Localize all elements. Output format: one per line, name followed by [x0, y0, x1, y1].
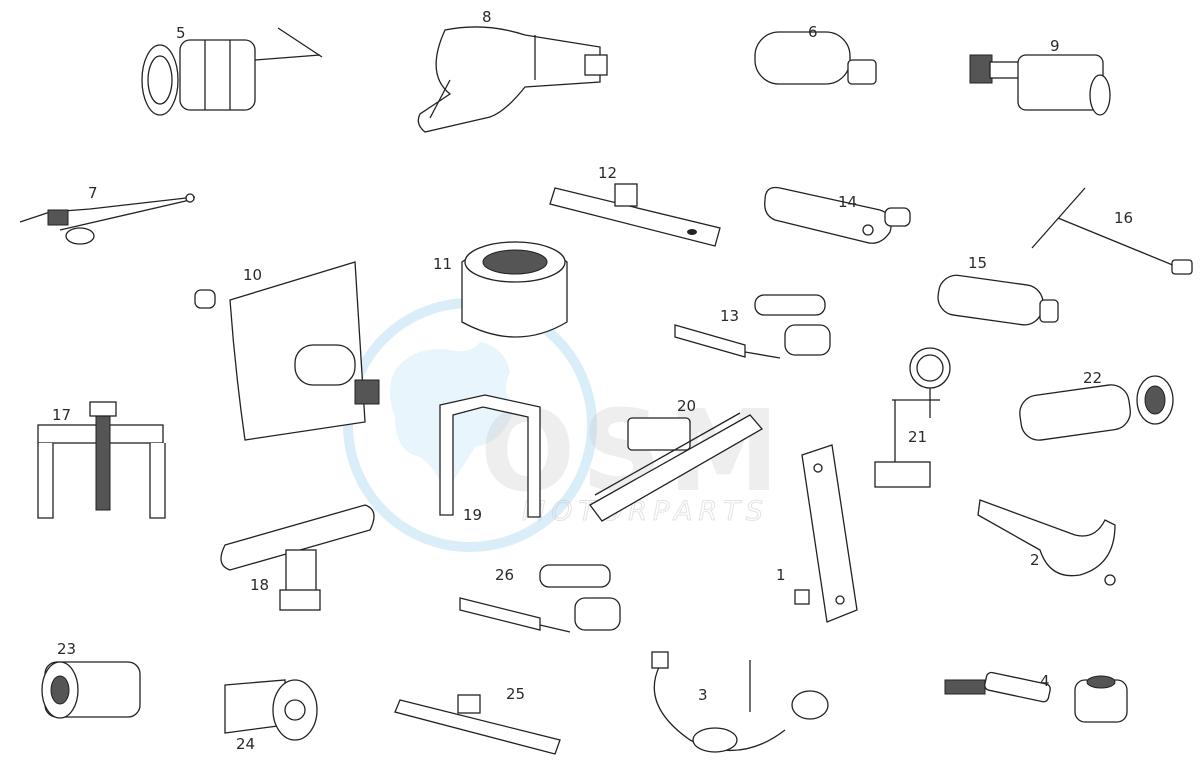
part-label-25: 25	[506, 685, 525, 703]
part-15-sleeve	[937, 274, 1059, 326]
part-label-9: 9	[1050, 37, 1060, 55]
part-25-bar	[394, 694, 561, 755]
part-label-10: 10	[243, 266, 262, 284]
part-9-bushing	[969, 54, 1111, 116]
part-label-14: 14	[838, 193, 857, 211]
part-label-24: 24	[236, 735, 255, 753]
part-5-socket-tool	[141, 27, 323, 116]
part-label-16: 16	[1114, 209, 1133, 227]
part-13-pins	[674, 294, 831, 359]
part-22-sleeve	[1019, 375, 1174, 441]
part-11-ring	[461, 241, 568, 338]
part-7-feeler	[19, 193, 196, 245]
part-label-12: 12	[598, 164, 617, 182]
part-21-gauge	[874, 347, 951, 488]
part-label-5: 5	[176, 24, 186, 42]
part-label-21: 21	[908, 428, 927, 446]
part-24-flange	[224, 679, 318, 741]
part-label-8: 8	[482, 8, 492, 26]
part-12-bar	[549, 183, 721, 247]
part-8-puller	[417, 26, 608, 133]
part-label-19: 19	[463, 506, 482, 524]
part-label-23: 23	[57, 640, 76, 658]
part-23-socket	[41, 661, 141, 719]
part-label-2: 2	[1030, 551, 1040, 569]
part-6-cylinder	[754, 31, 877, 85]
part-label-13: 13	[720, 307, 739, 325]
part-label-26: 26	[495, 566, 514, 584]
part-label-1: 1	[776, 566, 786, 584]
watermark-tagline: MOTORPARTS	[522, 496, 769, 527]
part-label-15: 15	[968, 254, 987, 272]
part-label-7: 7	[88, 184, 98, 202]
part-label-20: 20	[677, 397, 696, 415]
part-label-3: 3	[698, 686, 708, 704]
part-3-strap	[651, 651, 829, 753]
part-19-bracket	[439, 394, 541, 518]
part-label-18: 18	[250, 576, 269, 594]
part-18-ttool	[220, 504, 375, 611]
part-2-spanner	[977, 499, 1116, 586]
part-label-22: 22	[1083, 369, 1102, 387]
part-26-pins	[459, 564, 621, 633]
part-label-11: 11	[433, 255, 452, 273]
part-label-6: 6	[808, 23, 818, 41]
part-10-plate	[194, 261, 380, 441]
part-16-tbar	[1031, 187, 1193, 275]
part-label-17: 17	[52, 406, 71, 424]
part-1-bar	[794, 444, 858, 623]
part-14-wrench	[764, 186, 911, 244]
part-label-4: 4	[1040, 672, 1050, 690]
part-17-puller	[37, 401, 166, 519]
part-20-fork	[589, 412, 764, 522]
part-4-tool	[944, 671, 1128, 723]
